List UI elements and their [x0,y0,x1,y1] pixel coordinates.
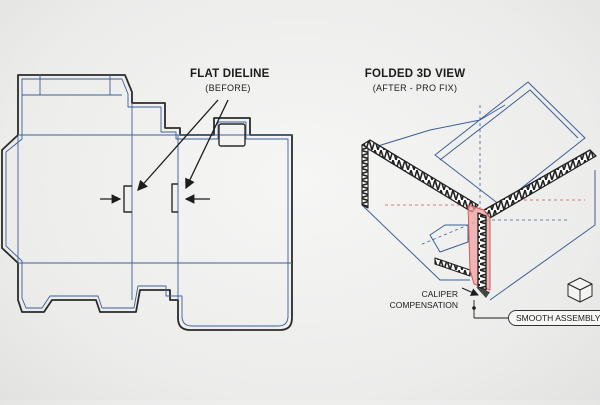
dieline-inner-cut [5,78,289,327]
lid-flap [434,81,586,206]
notch-right [171,183,178,213]
dieline-fold-lines [17,75,292,300]
dieline-tuck-tab [218,123,246,147]
folded-subtitle: (AFTER - PRO FIX) [372,83,458,93]
leader-arrow-right [185,99,229,190]
corner-board-edge [477,212,487,291]
leader-arrow-left [137,99,219,191]
box-icon [567,277,593,303]
caliper-label-line2: COMPENSATION [389,299,458,310]
dieline-outer-cut [1,74,293,331]
flat-title: FLAT DIELINE [190,68,270,80]
folded-3d-box [361,81,597,319]
left-board-edge [361,139,479,213]
notch-left [123,185,132,213]
folded-title: FOLDED 3D VIEW [364,68,466,80]
caliper-label-line1: CALIPER [421,289,458,299]
flat-dieline [1,74,293,331]
hidden-edges [419,105,570,246]
flat-subtitle: (BEFORE) [205,83,251,93]
smooth-assembly-badge: SMOOTH ASSEMBLY [508,310,600,326]
right-board-edge [483,149,597,219]
caliper-compensation-label: CALIPER COMPENSATION [378,289,458,310]
